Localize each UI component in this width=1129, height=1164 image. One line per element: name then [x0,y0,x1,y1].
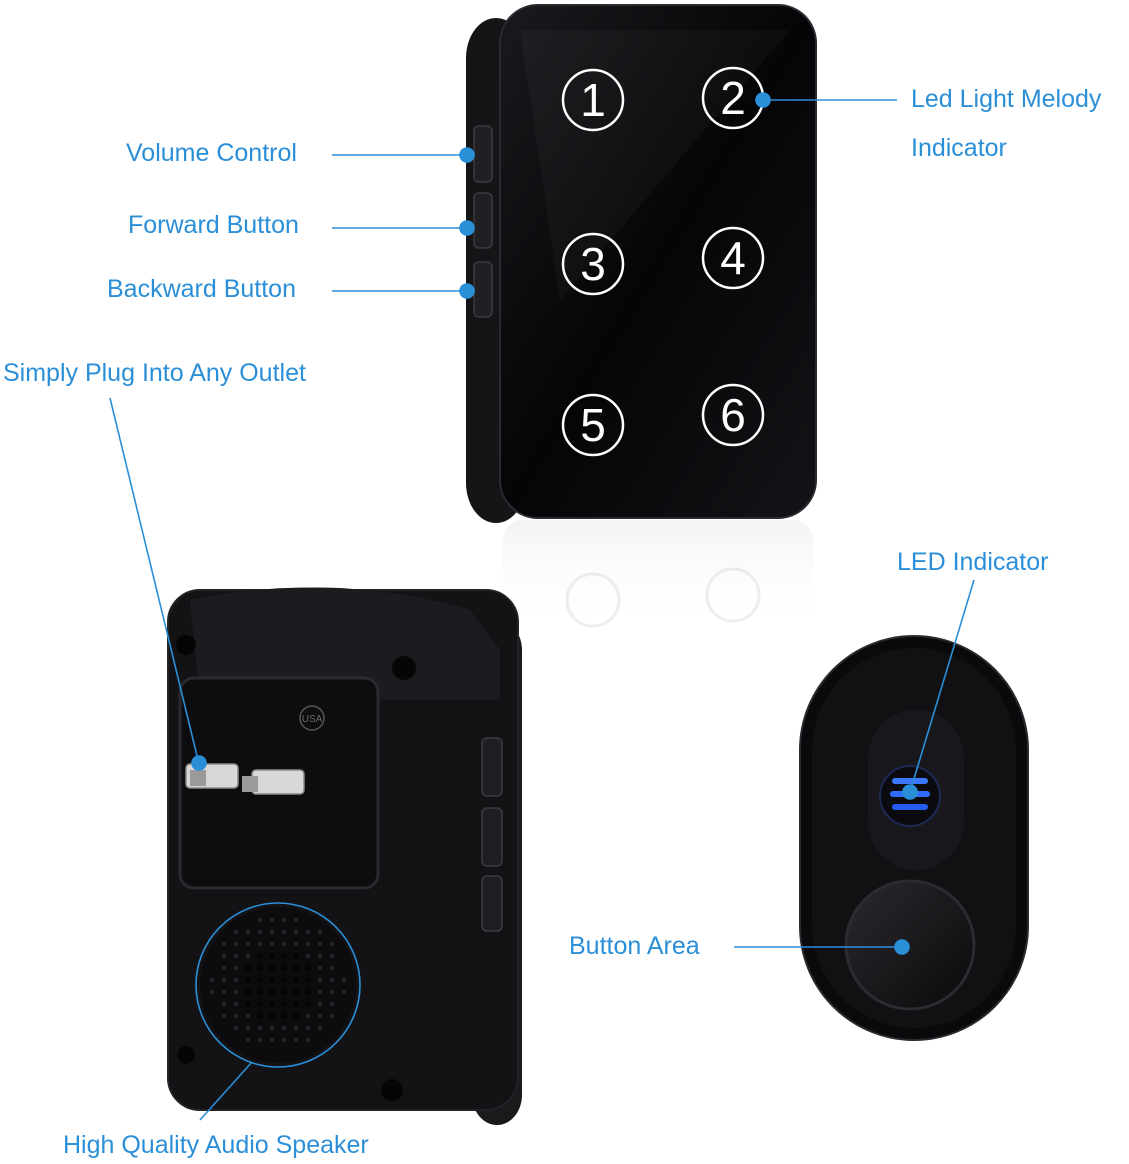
receiver-button-number: 2 [720,72,746,124]
screw-hole [177,1046,195,1064]
backward-side-button [473,261,493,318]
receiver-buttons: 1 2 3 4 5 6 [561,66,765,457]
usa-stamp-text: USA [302,714,323,725]
label-volume-control: Volume Control [126,139,297,167]
receiver-button-number: 1 [580,74,606,126]
receiver-button-5 [561,393,625,457]
label-simply-plug: Simply Plug Into Any Outlet [3,359,306,387]
label-led-light-melody-indicator: Indicator [911,134,1007,162]
speaker-grille [200,907,356,1063]
receiver-button-number: 3 [580,238,606,290]
push-button-transmitter [799,635,1029,1041]
receiver-button-number: 5 [580,399,606,451]
label-forward-button: Forward Button [128,211,299,239]
volume-switch [473,125,493,183]
receiver-button-6 [701,383,765,447]
receiver-button-number: 4 [720,232,746,284]
doorbell-push-button [844,879,976,1011]
receiver-button-number: 6 [720,389,746,441]
plug-prong [251,769,305,795]
label-led-light-melody: Led Light Melody [911,85,1102,113]
usa-stamp [299,705,325,731]
receiver-front [466,4,817,523]
receiver-reflection [503,520,813,630]
receiver-button-1 [561,68,625,132]
label-button-area: Button Area [569,932,700,960]
screw-hole [381,1079,403,1101]
forward-side-button [473,192,493,249]
label-audio-speaker: High Quality Audio Speaker [63,1131,369,1159]
receiver-panel [499,4,817,519]
screw-hole [176,635,196,655]
chime-back: USA [167,587,522,1125]
label-backward-button: Backward Button [107,275,296,303]
screw-hole [392,656,416,680]
receiver-button-3 [561,232,625,296]
callout-lines [109,92,975,1121]
receiver-button-4 [701,226,765,290]
label-led-indicator: LED Indicator [897,548,1049,576]
